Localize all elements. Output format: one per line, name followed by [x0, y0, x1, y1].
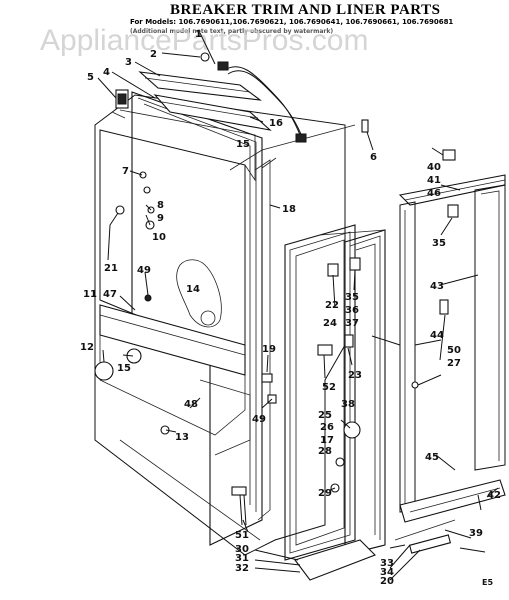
callout-26: 26	[320, 422, 334, 433]
callout-labels: 1 2 3 4 5 6 7 8 9 10 11 12 13 14 15 15 1…	[80, 29, 501, 587]
model-note: (Additional model note text, partly obsc…	[130, 28, 333, 35]
callout-27: 27	[447, 358, 461, 369]
callout-52: 52	[322, 382, 336, 393]
callout-10: 10	[152, 232, 166, 243]
callout-34: 34	[380, 567, 394, 578]
callout-11: 11	[83, 289, 97, 300]
callout-48: 48	[184, 399, 198, 410]
right-liner	[394, 149, 506, 554]
callout-40: 40	[427, 162, 441, 173]
callout-5: 5	[87, 72, 94, 83]
callout-9: 9	[157, 213, 164, 224]
cabinet-body	[94, 91, 356, 556]
callout-19: 19	[262, 344, 276, 355]
callout-32: 32	[235, 563, 249, 574]
callout-4: 4	[103, 67, 110, 78]
callout-21: 21	[104, 263, 118, 274]
callout-36: 36	[345, 305, 359, 316]
callout-44: 44	[430, 330, 444, 341]
callout-13: 13	[175, 432, 189, 443]
callout-6: 6	[370, 152, 377, 163]
callout-20: 20	[380, 576, 394, 587]
callout-22: 22	[325, 300, 339, 311]
liner-frames	[284, 224, 386, 581]
callout-24: 24	[323, 318, 337, 329]
callout-35a: 35	[432, 238, 446, 249]
callout-49b: 49	[252, 414, 266, 425]
diagram-title: BREAKER TRIM AND LINER PARTS	[170, 2, 440, 18]
callout-49a: 49	[137, 265, 151, 276]
callout-8: 8	[157, 200, 164, 211]
callout-39: 39	[469, 528, 483, 539]
callout-43: 43	[430, 281, 444, 292]
bracket-part-5	[111, 89, 129, 119]
model-list: For Models: 106.7690611,106.7690621, 106…	[130, 18, 453, 26]
callout-30: 30	[235, 544, 249, 555]
wiring-harness	[217, 61, 307, 143]
callout-28: 28	[318, 446, 332, 457]
callout-15a: 15	[117, 363, 131, 374]
small-parts	[94, 52, 369, 526]
callout-42: 42	[487, 490, 501, 501]
callout-50: 50	[447, 345, 461, 356]
callout-31: 31	[235, 553, 249, 564]
callout-14: 14	[186, 284, 200, 295]
callout-23: 23	[348, 370, 362, 381]
callout-41: 41	[427, 175, 441, 186]
callout-29: 29	[318, 488, 332, 499]
callout-17: 17	[320, 435, 334, 446]
callout-35b: 35	[345, 292, 359, 303]
top-trim	[138, 71, 272, 131]
callout-46: 46	[427, 188, 441, 199]
callout-2: 2	[150, 49, 157, 60]
callout-51: 51	[235, 530, 249, 541]
callout-3: 3	[125, 57, 132, 68]
diagram-code: E5	[482, 578, 493, 587]
callout-37: 37	[345, 318, 359, 329]
callout-15b: 15	[236, 139, 250, 150]
callout-25: 25	[318, 410, 332, 421]
callout-45: 45	[425, 452, 439, 463]
callout-33: 33	[380, 558, 394, 569]
callout-38: 38	[341, 399, 355, 410]
leader-lines	[97, 32, 499, 581]
callout-12: 12	[80, 342, 94, 353]
callout-16: 16	[269, 118, 283, 129]
callout-18: 18	[282, 204, 296, 215]
watermark: AppliancePartsPros.com	[40, 24, 368, 57]
callout-1: 1	[195, 29, 202, 40]
callout-7: 7	[122, 166, 129, 177]
callout-47: 47	[103, 289, 117, 300]
